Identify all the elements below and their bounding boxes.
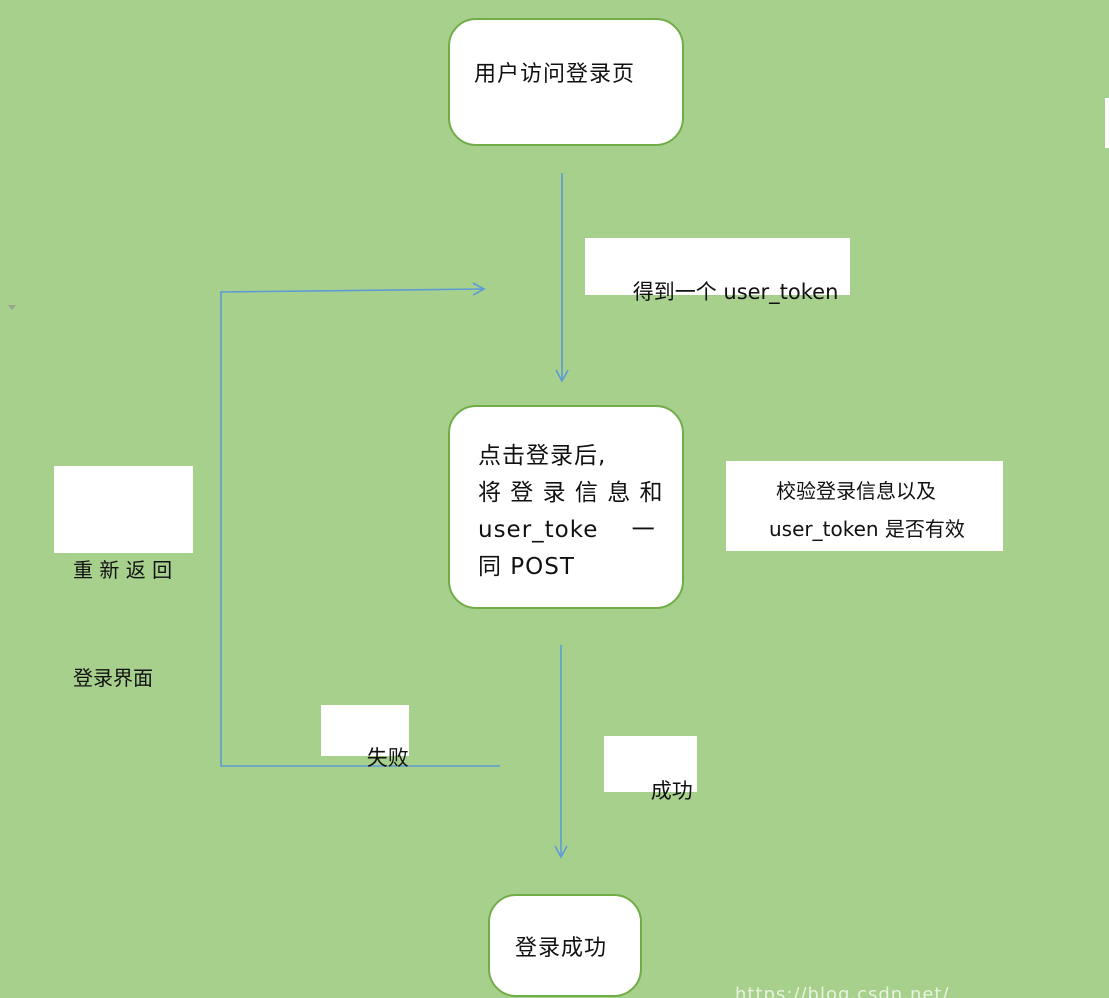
failure-text: 失败 xyxy=(366,746,409,770)
verify-label: 校验登录信息以及 user_token 是否有效 xyxy=(726,461,1003,551)
source-watermark: https://blog.csdn.net/ xyxy=(735,984,950,998)
flow-node-login-success: 登录成功 xyxy=(488,894,642,997)
small-triangle-marker xyxy=(8,305,16,310)
login-success-label: 登录成功 xyxy=(515,936,608,961)
get-token-text: 得到一个 user_token xyxy=(632,280,839,304)
post-login-line-4: 同 POST xyxy=(478,554,575,580)
flow-node-visit-login-page: 用户访问登录页 xyxy=(448,18,684,146)
success-text: 成功 xyxy=(650,779,693,803)
flow-node-text: 点击登录后, 将 登 录 信 息 和 user_toke 一 同 POST xyxy=(478,438,664,586)
flow-node-post-login: 点击登录后, 将 登 录 信 息 和 user_toke 一 同 POST xyxy=(448,405,684,609)
get-token-label: 得到一个 user_token xyxy=(585,238,850,304)
flow-node-text: 用户访问登录页 xyxy=(474,56,635,93)
return-login-line-1: 重 新 返 回 xyxy=(73,558,173,582)
verify-line-1: 校验登录信息以及 xyxy=(776,479,936,503)
post-login-line-1: 点击登录后, xyxy=(478,443,607,469)
visit-login-page-label: 用户访问登录页 xyxy=(474,62,636,87)
post-login-line-2: 将 登 录 信 息 和 xyxy=(478,480,664,506)
flow-node-text: 登录成功 xyxy=(515,930,607,967)
failure-label: 失败 xyxy=(321,705,409,770)
verify-line-2: user_token 是否有效 xyxy=(769,517,965,541)
return-login-label: 重 新 返 回 登录界面 xyxy=(54,466,193,690)
return-login-line-2: 登录界面 xyxy=(73,666,153,690)
post-login-line-3: user_toke 一 xyxy=(478,517,656,543)
edge-mark xyxy=(1105,98,1109,148)
success-label: 成功 xyxy=(604,736,697,803)
